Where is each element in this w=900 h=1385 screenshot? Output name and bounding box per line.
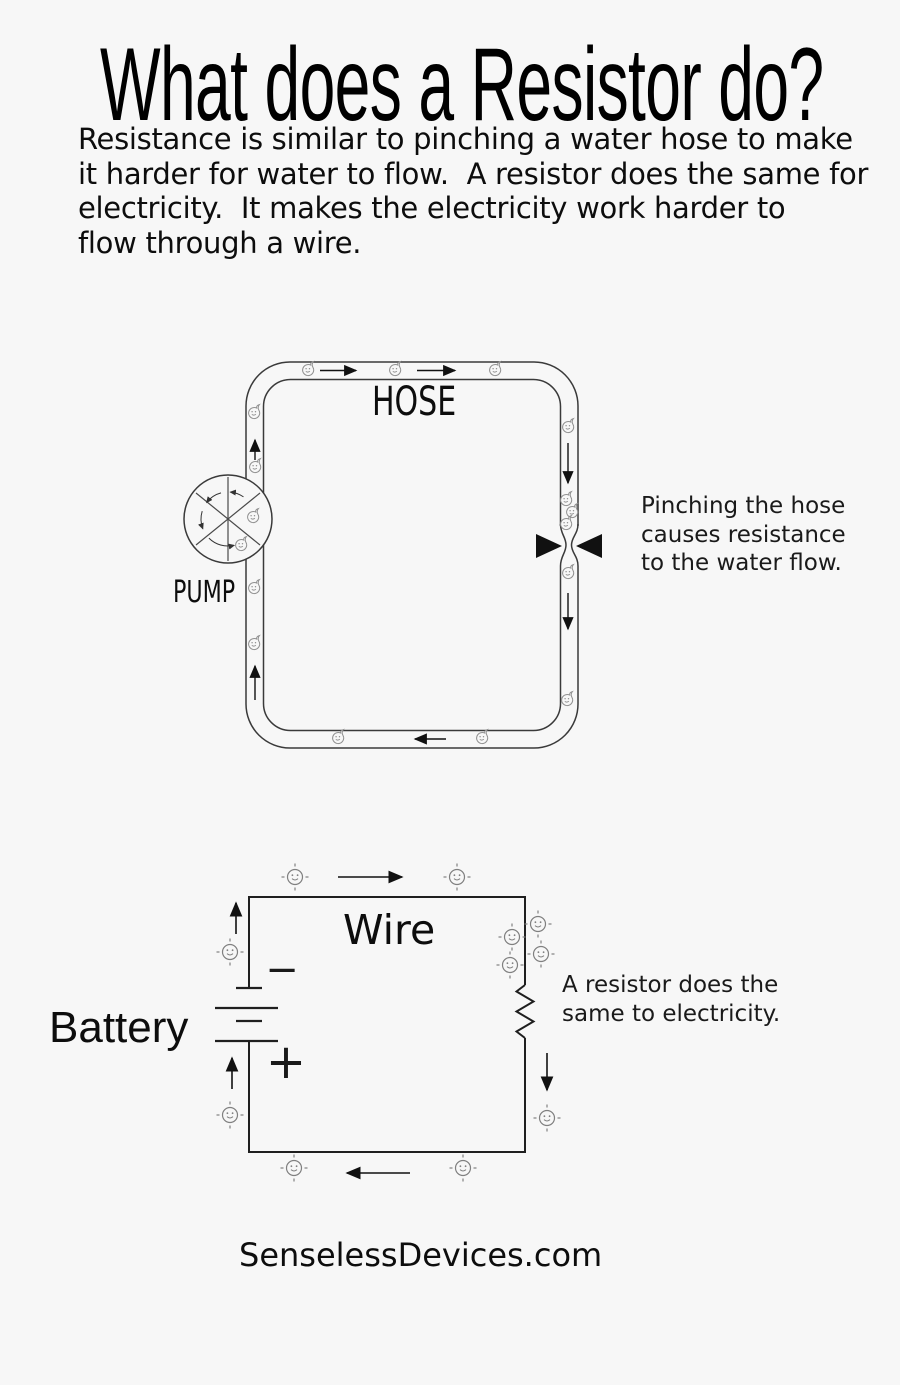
water-drop-icon bbox=[561, 691, 574, 707]
hose-label: HOSE bbox=[372, 379, 457, 425]
hose-caption: Pinching the hose causes resistance to t… bbox=[641, 493, 846, 576]
electron-icon bbox=[442, 862, 472, 892]
electron-icon bbox=[523, 909, 553, 939]
battery-negative-label: − bbox=[265, 947, 299, 993]
footer-website: SenselessDevices.com bbox=[239, 1236, 603, 1274]
electron-icon bbox=[279, 1153, 309, 1183]
water-drop-icon bbox=[248, 579, 261, 595]
pump-icon bbox=[183, 474, 273, 564]
electron-icon bbox=[448, 1153, 478, 1183]
water-drop-icon bbox=[562, 564, 575, 580]
battery-label: Battery bbox=[49, 1003, 189, 1052]
electron-icon bbox=[495, 950, 525, 980]
circuit-diagram: − + bbox=[215, 862, 562, 1183]
water-drop-icon bbox=[489, 361, 502, 377]
electron-icon bbox=[497, 922, 527, 952]
water-drop-icon bbox=[560, 515, 573, 531]
pinch-arrows-icon bbox=[536, 534, 602, 558]
electrons bbox=[215, 862, 562, 1183]
page-title: What does a Resistor do? bbox=[100, 27, 824, 143]
electron-icon bbox=[280, 862, 310, 892]
water-drop-icon bbox=[389, 361, 402, 377]
water-drops bbox=[235, 361, 579, 745]
water-flow-arrows bbox=[249, 364, 574, 745]
current-arrows bbox=[225, 870, 554, 1180]
battery-symbol bbox=[215, 986, 278, 1043]
intro-paragraph: Resistance is similar to pinching a wate… bbox=[78, 122, 869, 260]
circuit-wire bbox=[248, 896, 526, 1153]
water-drop-icon bbox=[562, 418, 575, 434]
electron-icon bbox=[526, 939, 556, 969]
wire-label: Wire bbox=[343, 906, 436, 954]
water-drop-icon bbox=[248, 635, 261, 651]
battery-positive-label: + bbox=[266, 1034, 306, 1090]
electron-icon bbox=[215, 937, 245, 967]
water-drop-icon bbox=[302, 361, 315, 377]
circuit-caption: A resistor does the same to electricity. bbox=[562, 972, 781, 1027]
hose-outline bbox=[245, 361, 579, 749]
water-drop-icon bbox=[248, 404, 261, 420]
water-drop-icon bbox=[476, 729, 489, 745]
hose-diagram bbox=[183, 361, 602, 749]
water-drop-icon bbox=[332, 729, 345, 745]
water-drop-icon bbox=[560, 491, 573, 507]
electron-icon bbox=[532, 1103, 562, 1133]
pump-label: PUMP bbox=[173, 575, 236, 610]
water-drop-icon bbox=[249, 458, 262, 474]
resistor-symbol bbox=[514, 984, 536, 1039]
electron-icon bbox=[215, 1100, 245, 1130]
